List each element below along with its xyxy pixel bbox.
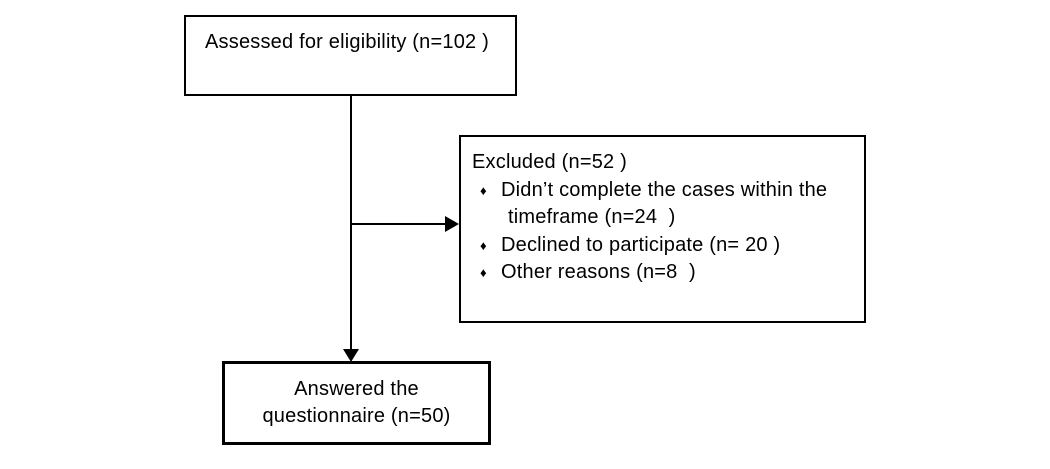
arrowhead-down-icon [343, 349, 359, 362]
excluded-bullet-declined-line1: Declined to participate (n= 20 ) [501, 233, 781, 256]
arrowhead-right-icon [445, 216, 459, 232]
excluded-bullet-other-line1: Other reasons (n=8 ) [501, 261, 696, 283]
diamond-bullet-icon: ♦ [480, 182, 487, 198]
answered-box: Answered the questionnaire (n=50) [222, 361, 491, 445]
excluded-box: Excluded (n=52 ) ♦ Didn’t complete the c… [459, 135, 866, 323]
excluded-bullet-other: ♦ Other reasons (n=8 ) [472, 259, 856, 287]
diamond-bullet-icon: ♦ [480, 237, 487, 253]
answered-label-line1: Answered the [294, 378, 419, 400]
excluded-title: Excluded (n=52 ) [472, 151, 627, 173]
eligibility-label: Assessed for eligibility (n=102 ) [205, 31, 489, 53]
excluded-bullet-timeframe-text: Didn’t complete the cases within the tim… [501, 177, 827, 232]
excluded-bullet-declined: ♦ Declined to participate (n= 20 ) [472, 232, 856, 260]
diamond-bullet-icon: ♦ [480, 265, 487, 280]
excluded-bullet-other-text: Other reasons (n=8 ) [501, 259, 696, 287]
connector-vertical-line [350, 96, 352, 349]
excluded-bullet-declined-text: Declined to participate (n= 20 ) [501, 232, 780, 260]
excluded-bullet-timeframe-line1: Didn’t complete the cases within the [501, 178, 828, 201]
eligibility-box: Assessed for eligibility (n=102 ) [184, 15, 517, 96]
connector-horizontal-line [352, 223, 446, 225]
answered-label-line2: questionnaire (n=50) [262, 405, 451, 427]
excluded-bullet-timeframe-line2: timeframe (n=24 ) [508, 206, 676, 228]
excluded-bullet-timeframe: ♦ Didn’t complete the cases within the t… [472, 177, 856, 232]
